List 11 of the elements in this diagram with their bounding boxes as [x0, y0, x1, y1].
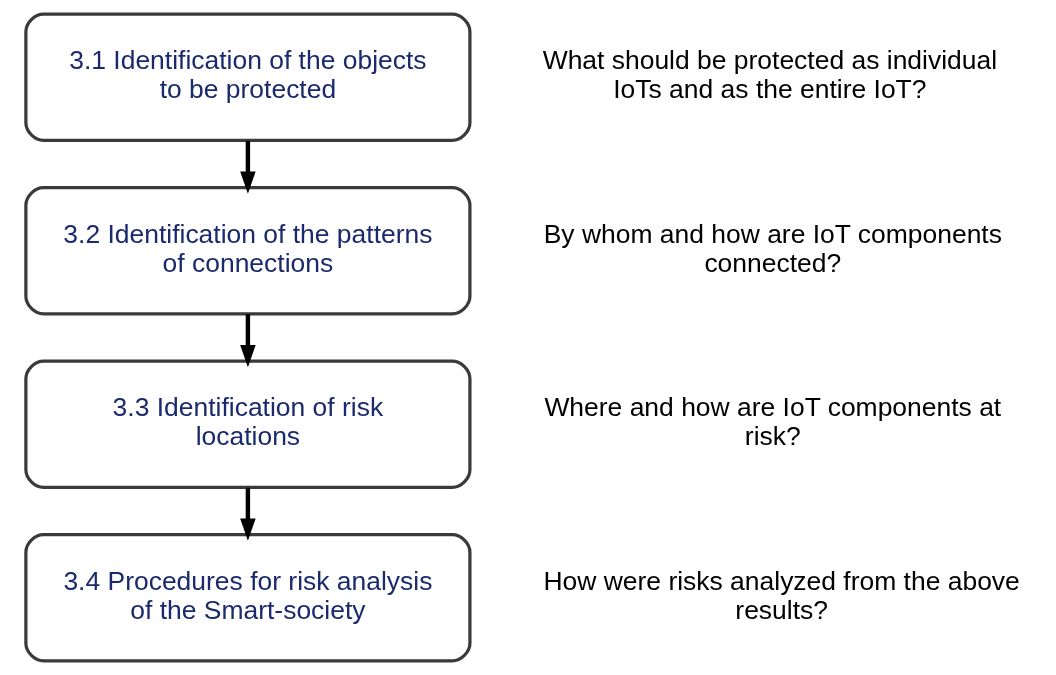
node-label: How were risks analyzed from the above results?	[543, 565, 1020, 625]
node-box: 3.3 Identification of risk locations	[24, 359, 472, 490]
node-box: 3.2 Identification of the patterns of connections	[24, 185, 472, 316]
node-label: Where and how are IoT components at risk?	[544, 392, 1002, 452]
node-label: What should be protected as individual IoTs and as the entire IoT?	[542, 45, 998, 105]
node-box: 3.4 Procedures for risk analysis of the Smart-society	[24, 532, 472, 663]
node-label: By whom and how are IoT components connected?	[543, 218, 1002, 278]
arrow	[240, 140, 256, 194]
arrow	[240, 314, 256, 368]
node-box: 3.1 Identification of the objects to be protected	[24, 12, 472, 143]
arrow	[240, 487, 256, 541]
